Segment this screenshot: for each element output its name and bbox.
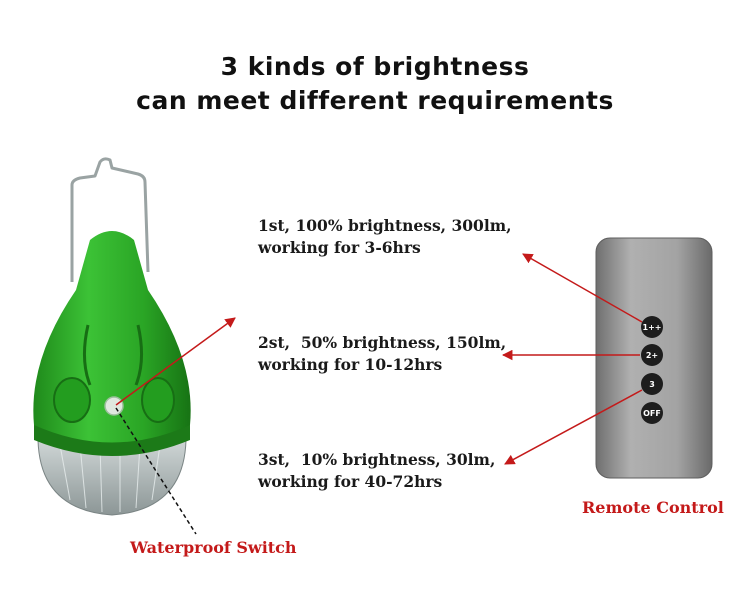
remote-button-2: 2+ <box>641 344 663 366</box>
mode-2-line-2: working for 10-12hrs <box>258 355 443 374</box>
remote-button-off: OFF <box>641 402 663 424</box>
headline-line-1: 3 kinds of brightness <box>220 52 530 81</box>
switch-pointer-dashed <box>115 407 197 535</box>
svg-text:2+: 2+ <box>646 351 658 360</box>
bulb-lamp-image <box>33 157 191 516</box>
remote-button-1: 1++ <box>641 316 663 338</box>
arrow-to-mode-3 <box>504 389 643 465</box>
mode-1-line-2: working for 3-6hrs <box>258 238 421 257</box>
mode-3-line-1: 3st, 10% brightness, 30lm, <box>258 450 496 469</box>
remote-control-label: Remote Control <box>582 498 724 517</box>
waterproof-switch-label: Waterproof Switch <box>130 538 297 557</box>
arrow-switch-to-modes <box>115 317 236 406</box>
mode-3-description: 3st, 10% brightness, 30lm, working for 40… <box>258 449 495 493</box>
mode-2-line-1: 2st, 50% brightness, 150lm, <box>258 333 507 352</box>
mode-3-line-2: working for 40-72hrs <box>258 472 443 491</box>
svg-text:1++: 1++ <box>643 323 662 332</box>
mode-1-line-1: 1st, 100% brightness, 300lm, <box>258 216 512 235</box>
mode-1-description: 1st, 100% brightness, 300lm, working for … <box>258 215 512 259</box>
remote-button-3: 3 <box>641 373 663 395</box>
headline-line-2: can meet different requirements <box>136 86 614 115</box>
mode-2-description: 2st, 50% brightness, 150lm, working for 1… <box>258 332 506 376</box>
remote-control-image: 1++ 2+ 3 OFF <box>595 237 713 479</box>
svg-text:OFF: OFF <box>643 409 661 418</box>
svg-text:3: 3 <box>649 380 655 389</box>
arrow-to-mode-1 <box>522 253 643 323</box>
